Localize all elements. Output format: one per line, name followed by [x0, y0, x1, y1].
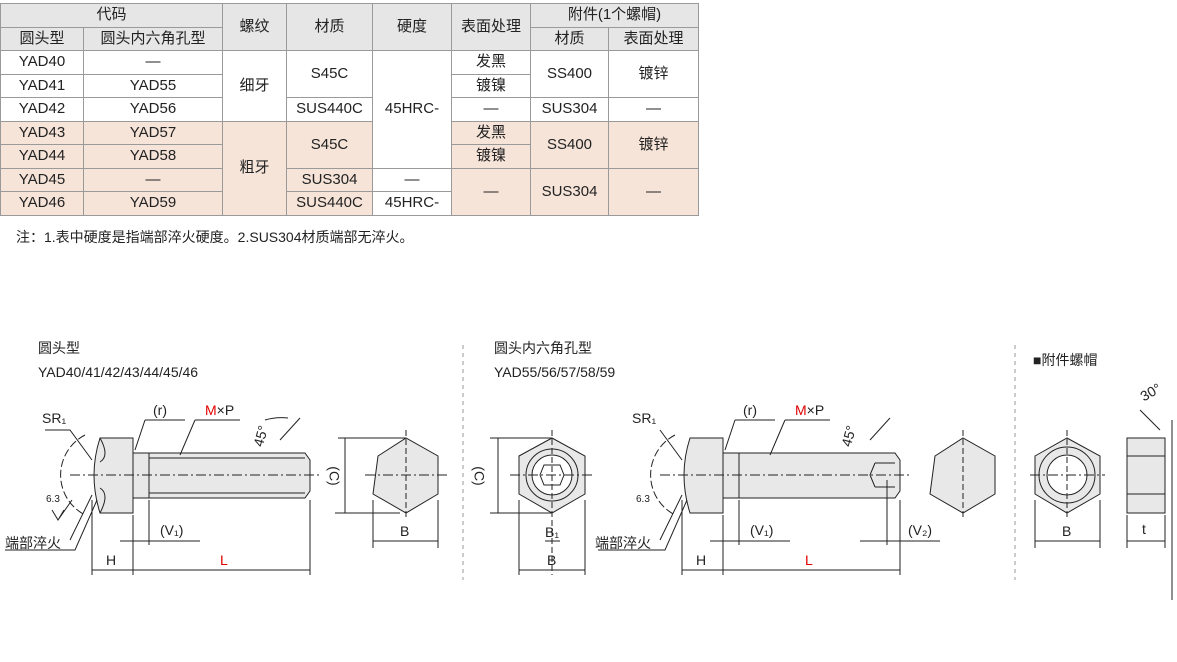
cell-surface: —	[451, 167, 531, 216]
cell-material: S45C	[286, 50, 373, 98]
cell-surface: —	[451, 97, 531, 122]
round-head-codes: YAD40/41/42/43/44/45/46	[38, 364, 199, 380]
b1-label: B₁	[545, 524, 560, 540]
header-accessory: 附件(1个螺帽)	[530, 3, 699, 28]
cell-surface: 镀镍	[451, 144, 531, 169]
round-head-title: 圆头型	[38, 340, 80, 356]
cell-acc-material: SS400	[530, 120, 609, 169]
pitch-label: ×P	[216, 402, 235, 418]
hex-socket-bolt-drawing	[490, 417, 996, 575]
cell-surface: 发黑	[451, 50, 531, 75]
cell-round: YAD41	[0, 73, 84, 98]
r-label: (r)	[743, 402, 757, 418]
cell-hardness: —	[372, 167, 452, 192]
hex-socket-title: 圆头内六角孔型	[494, 340, 592, 356]
round-head-bolt-drawing	[5, 417, 448, 575]
cell-acc-surface: —	[608, 97, 699, 122]
cell-acc-surface: 镀锌	[608, 50, 699, 98]
cell-acc-surface: —	[608, 167, 699, 216]
quench-label: 端部淬火	[5, 535, 61, 551]
nut-drawing	[1030, 409, 1173, 600]
cell-material: SUS440C	[286, 97, 373, 122]
header-hardness: 硬度	[372, 3, 452, 51]
pitch-label: ×P	[806, 402, 825, 418]
cell-acc-surface: 镀锌	[608, 120, 699, 169]
cell-thread: 粗牙	[222, 120, 287, 216]
table-note: 注：1.表中硬度是指端部淬火硬度。2.SUS304材质端部无淬火。	[16, 229, 414, 245]
b-label: B	[400, 523, 410, 539]
v2-label: (V₂)	[908, 522, 933, 538]
cell-hex: —	[83, 167, 223, 192]
h-label: H	[696, 552, 707, 568]
nut-title: ■附件螺帽	[1033, 352, 1098, 368]
header-hex: 圆头内六角孔型	[83, 26, 223, 51]
cell-round: YAD45	[0, 167, 84, 192]
header-acc-material: 材质	[530, 26, 609, 51]
cell-surface: 发黑	[451, 120, 531, 145]
table-row: YAD45 — SUS304 — — SUS304 —	[0, 167, 699, 216]
cell-hex: YAD55	[83, 73, 223, 98]
cell-round: YAD42	[0, 97, 84, 122]
table-row: YAD41 YAD55 镀镍	[0, 73, 699, 98]
l-label: L	[805, 552, 813, 568]
m-label: M	[795, 402, 807, 418]
cell-hex: YAD56	[83, 97, 223, 122]
c-label: (C)	[326, 466, 343, 486]
cell-hex: YAD57	[83, 120, 223, 145]
hex-socket-codes: YAD55/56/57/58/59	[494, 364, 616, 380]
header-code: 代码	[0, 3, 223, 28]
nut-b-label: B	[1062, 523, 1072, 539]
v1-label: (V₁)	[750, 522, 774, 538]
cell-hardness: 45HRC-	[372, 50, 452, 169]
sr1-label: SR₁	[42, 410, 67, 426]
v1-label: (V₁)	[160, 522, 184, 538]
cell-material: SUS304	[286, 167, 373, 192]
r-label: (r)	[153, 402, 167, 418]
header-surface: 表面处理	[451, 3, 531, 51]
cell-hex: —	[83, 50, 223, 75]
header-material: 材质	[286, 3, 373, 51]
b-label: B	[547, 552, 557, 568]
thread-label: M×P	[795, 402, 824, 418]
c-label: (C)	[471, 466, 488, 486]
spec-table: 代码 螺纹 材质 硬度 表面处理 附件(1个螺帽) 圆头型 圆头内六角孔型 材质…	[0, 3, 699, 216]
cell-round: YAD43	[0, 120, 84, 145]
h-label: H	[106, 552, 117, 568]
cell-round: YAD46	[0, 191, 84, 216]
thread-label: M×P	[205, 402, 234, 418]
roughness-label: 6.3	[636, 494, 650, 505]
m-label: M	[205, 402, 217, 418]
nut-t-label: t	[1142, 521, 1146, 537]
table-row: YAD43 YAD57 粗牙 S45C 发黑 SS400 镀锌	[0, 120, 699, 216]
table-row: YAD40 — 细牙 S45C 45HRC- 发黑 SS400 镀锌	[0, 50, 699, 169]
cell-material: S45C	[286, 120, 373, 169]
header-round: 圆头型	[0, 26, 84, 51]
cell-hardness: 45HRC-	[372, 191, 452, 216]
table-row: YAD42 YAD56 SUS440C — SUS304 —	[0, 97, 699, 122]
l-label: L	[220, 552, 228, 568]
cell-hex: YAD59	[83, 191, 223, 216]
table-row: YAD46 YAD59 SUS440C 45HRC-	[0, 191, 699, 216]
quench-label: 端部淬火	[595, 535, 651, 551]
cell-round: YAD44	[0, 144, 84, 169]
cell-material: SUS440C	[286, 191, 373, 216]
sr1-label: SR₁	[632, 410, 657, 426]
cell-round: YAD40	[0, 50, 84, 75]
roughness-label: 6.3	[46, 494, 60, 505]
cell-acc-material: SS400	[530, 50, 609, 98]
cell-surface: 镀镍	[451, 73, 531, 98]
